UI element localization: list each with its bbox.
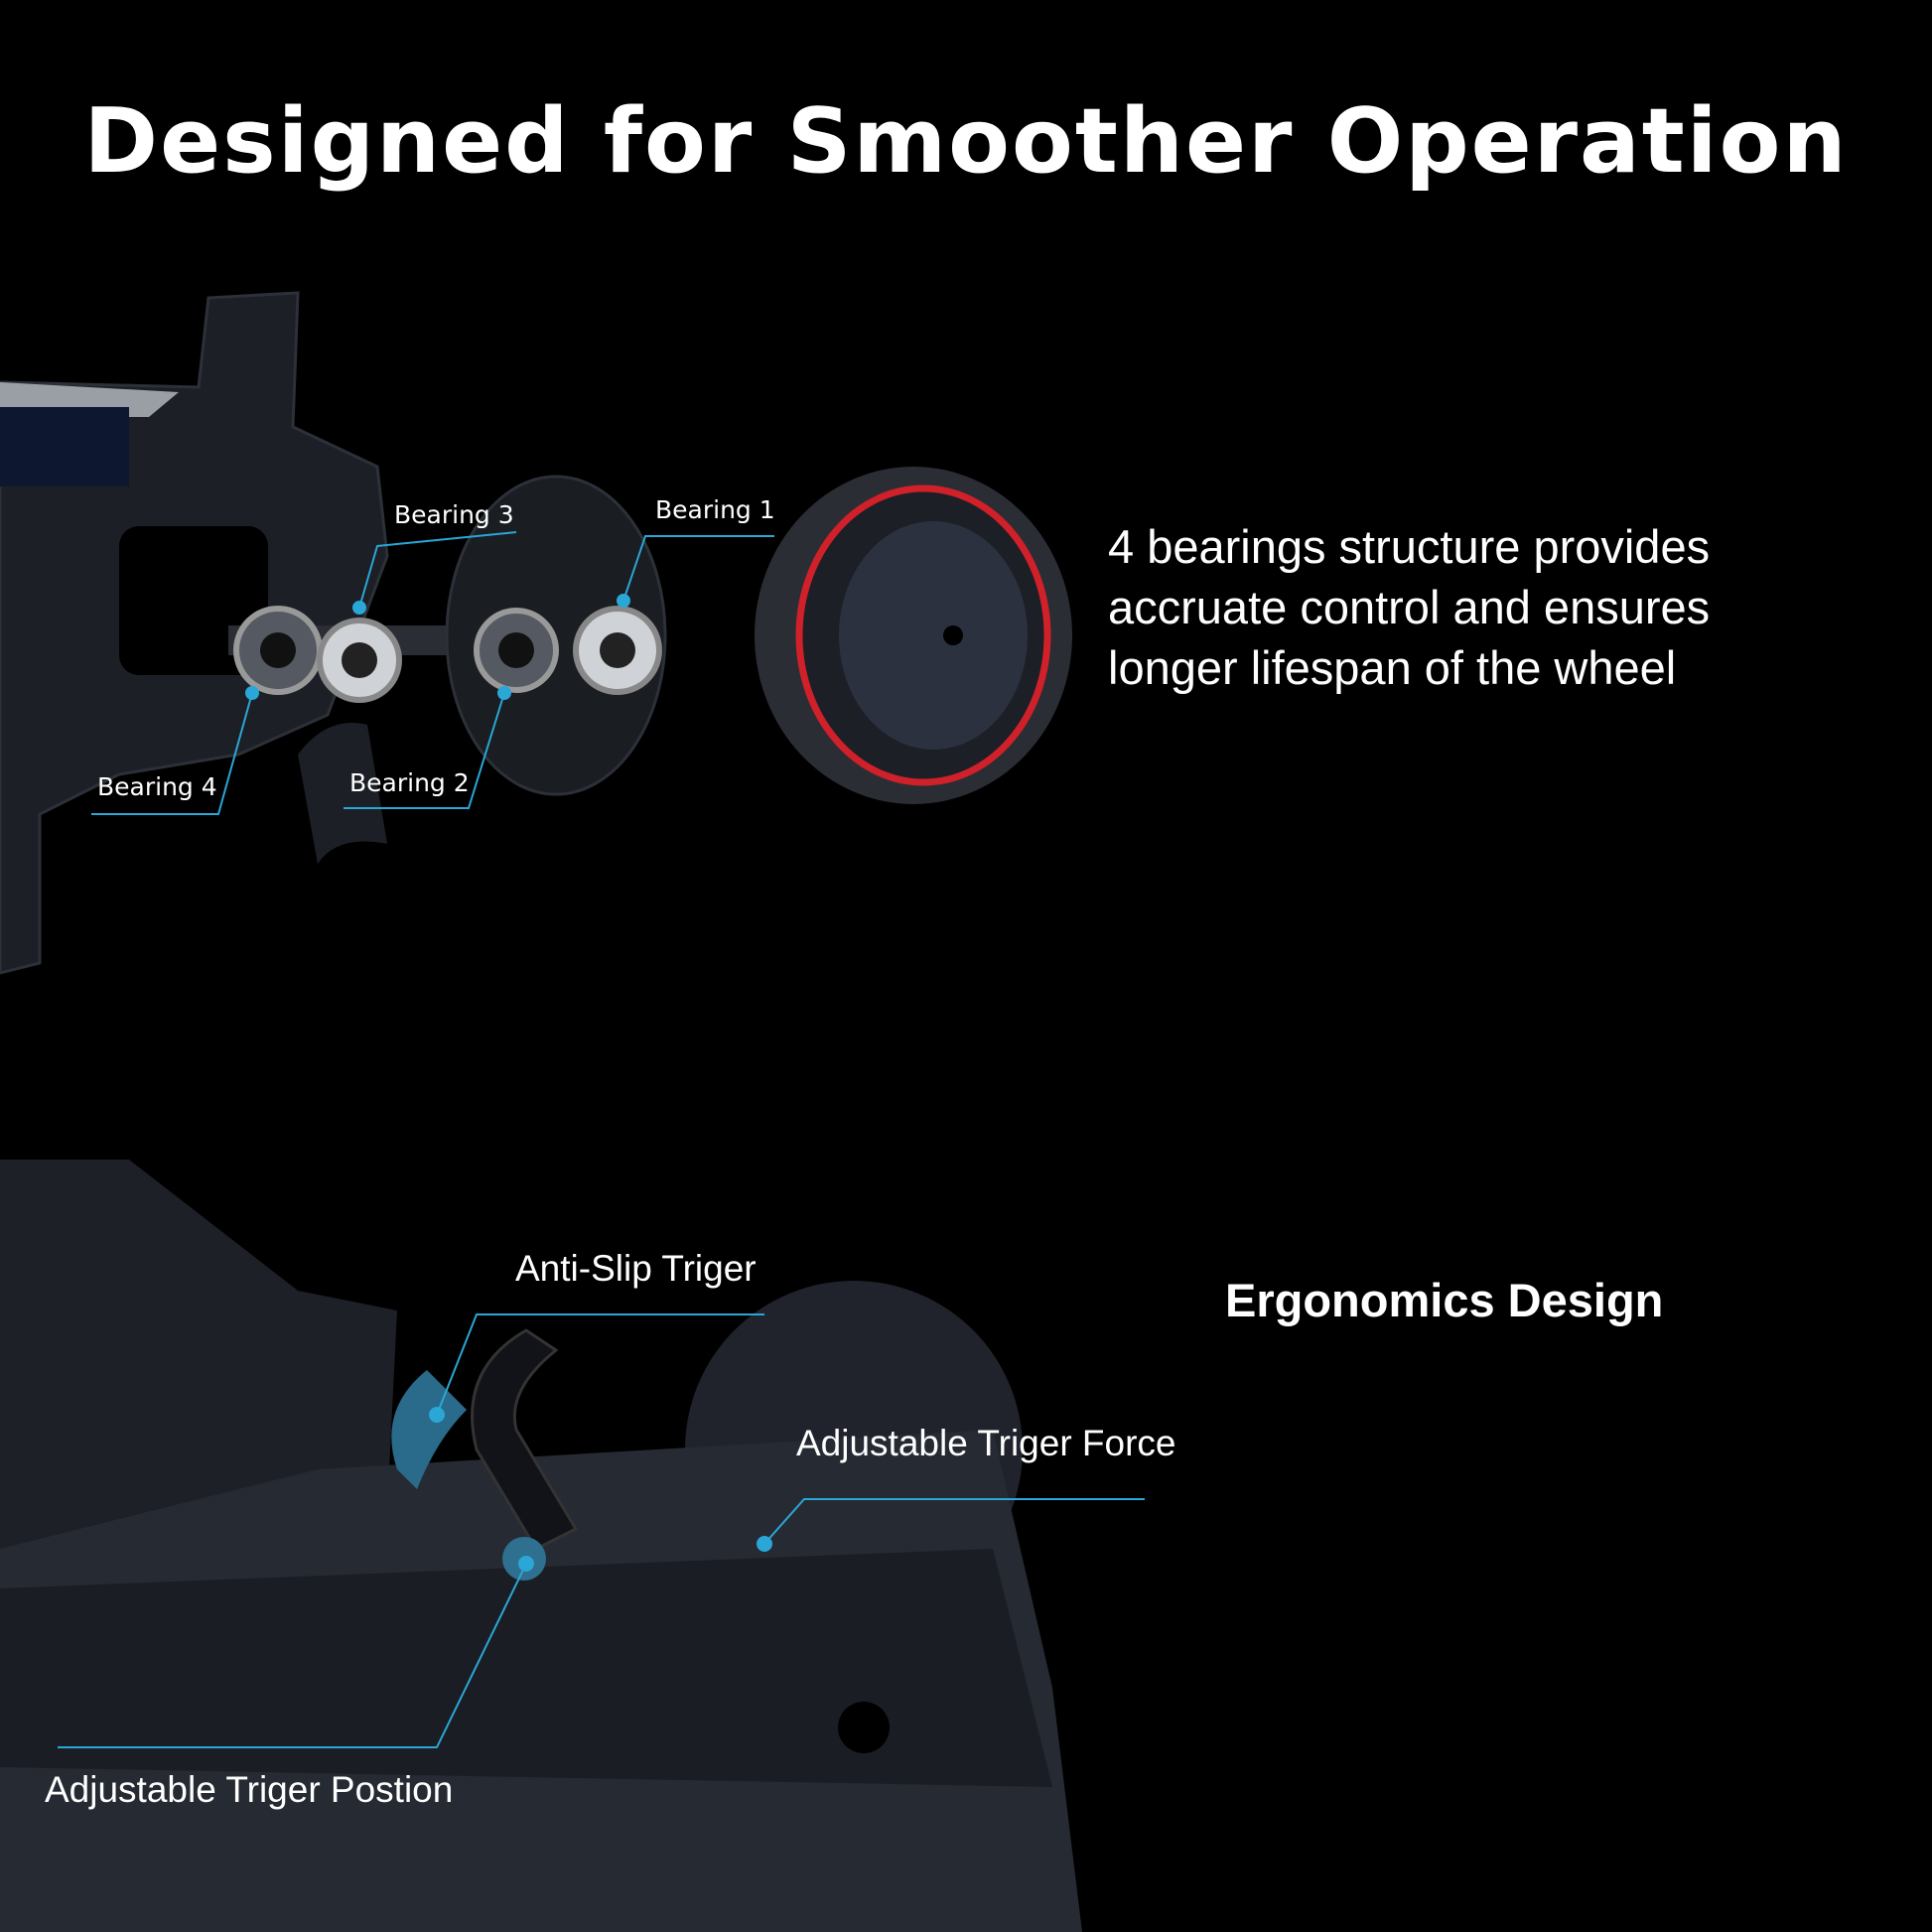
- page-title: Designed for Smoother Operation: [83, 89, 1849, 194]
- bearing-3-label: Bearing 3: [394, 500, 514, 529]
- anti-slip-trigger-label: Anti-Slip Triger: [515, 1248, 757, 1289]
- transmitter-exploded-view: [0, 291, 1072, 975]
- trigger-callouts: [58, 1313, 1145, 1748]
- description-line: accruate control and ensures: [1108, 581, 1711, 633]
- bearings-description: 4 bearings structure provides accruate c…: [1108, 516, 1710, 698]
- bearing-1-label: Bearing 1: [655, 495, 775, 524]
- bearing-2-label: Bearing 2: [349, 768, 470, 797]
- description-line: 4 bearings structure provides: [1108, 520, 1711, 573]
- description-line: longer lifespan of the wheel: [1108, 641, 1677, 694]
- trigger-position-label: Adjustable Triger Postion: [45, 1769, 454, 1810]
- transmitter-trigger-view: [0, 1160, 1082, 1932]
- bearing-4-label: Bearing 4: [97, 772, 217, 801]
- bearing-callouts: [91, 531, 774, 815]
- trigger-force-label: Adjustable Triger Force: [796, 1423, 1176, 1463]
- ergonomics-heading: Ergonomics Design: [1225, 1274, 1664, 1326]
